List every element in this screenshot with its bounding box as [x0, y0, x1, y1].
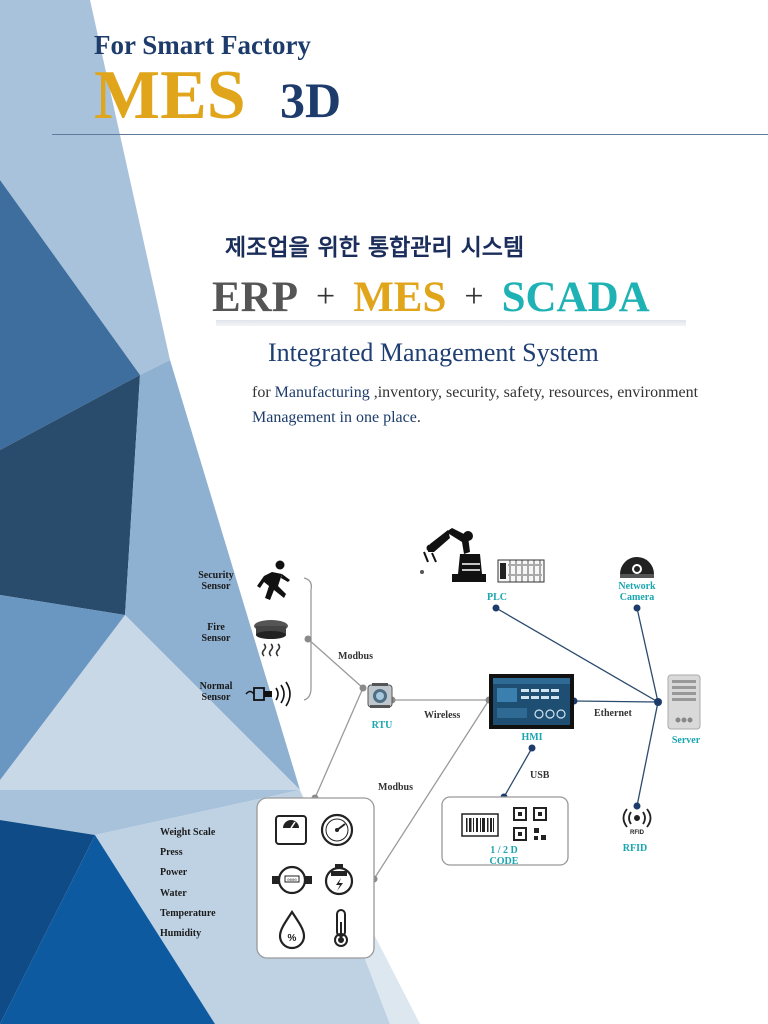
connector-lines	[495, 607, 659, 807]
security-sensor-label: Sensor	[202, 581, 231, 592]
thermometer-icon	[334, 909, 348, 947]
stack-scada: SCADA	[501, 274, 650, 321]
network-camera-label: Camera	[620, 592, 654, 603]
usb-link-label: USB	[530, 770, 550, 781]
network-camera-icon	[620, 557, 654, 578]
header-title-3d: 3D	[280, 72, 342, 128]
desc-part: Manufacturing	[274, 384, 370, 401]
pressure-gauge-icon	[320, 813, 354, 847]
normal-sensor-label: Normal	[200, 681, 233, 692]
rtu-label: RTU	[372, 720, 393, 731]
security-sensor-label: Security	[198, 570, 234, 581]
stack-mes: MES	[353, 274, 447, 321]
measurement-label: Temperature	[160, 908, 216, 919]
wireless-link-label: Wireless	[424, 710, 460, 721]
network-diagram: Security Sensor Fire Sensor Normal Senso…	[160, 528, 701, 959]
weight-scale-icon	[275, 815, 307, 845]
modbus-link-label: Modbus	[338, 651, 373, 662]
ethernet-link-label: Ethernet	[594, 708, 632, 719]
korean-heading: 제조업을 위한 통합관리 시스템	[225, 235, 525, 261]
rfid-icon: RFID	[622, 808, 652, 836]
measurement-label: Press	[160, 847, 183, 858]
header-title-mes: MES	[94, 57, 246, 134]
code-label: CODE	[490, 856, 519, 867]
fire-sensor-label: Fire	[207, 622, 225, 633]
robot-arm-icon	[420, 528, 486, 582]
code-label: 1 / 2 D	[490, 845, 518, 856]
power-meter-icon: 0000	[272, 865, 312, 895]
measurement-label: Power	[160, 867, 188, 878]
hmi-screen-icon	[489, 674, 574, 729]
qr-code-icon	[513, 807, 547, 841]
stack-shadow	[216, 320, 686, 326]
normal-sensor-label: Sensor	[202, 692, 231, 703]
rfid-label: RFID	[623, 843, 647, 854]
system-stack: ERP + MES + SCADA	[212, 270, 650, 329]
barcode-icon	[461, 813, 499, 837]
server-label: Server	[672, 735, 701, 746]
plc-icon	[497, 559, 545, 583]
stack-erp: ERP	[212, 274, 298, 321]
connector-lines-gray	[303, 577, 490, 880]
server-icon	[667, 674, 701, 730]
measurement-label: Weight Scale	[160, 827, 216, 838]
fire-sensor-label: Sensor	[202, 633, 231, 644]
svg-text:%: %	[288, 933, 297, 944]
desc-part: ,inventory, security, safety, resources,…	[369, 384, 699, 401]
smoke-detector-icon	[254, 620, 288, 657]
water-meter-icon	[324, 864, 354, 896]
modbus-link-label: Modbus	[378, 782, 413, 793]
stack-plus: +	[464, 278, 484, 315]
desc-part: Management in one place	[252, 409, 417, 426]
measurement-label: Water	[160, 888, 187, 899]
running-person-icon	[257, 560, 290, 600]
desc-part: .	[416, 409, 421, 426]
header-subtitle: For Smart Factory	[94, 30, 311, 60]
system-description: for Manufacturing ,inventory, security, …	[252, 380, 732, 430]
desc-part: for	[252, 384, 275, 401]
stack-plus: +	[316, 278, 336, 315]
network-camera-label: Network	[618, 581, 656, 592]
system-title: Integrated Management System	[268, 338, 599, 367]
measurement-label: Humidity	[160, 928, 201, 939]
header-divider	[52, 134, 768, 135]
plc-label: PLC	[487, 592, 507, 603]
hmi-label: HMI	[521, 732, 542, 743]
proximity-sensor-icon	[245, 681, 291, 707]
rfid-icon-text: RFID	[630, 830, 645, 836]
rtu-icon	[367, 683, 393, 708]
humidity-drop-icon: %	[278, 910, 306, 950]
meter-readout: 0000	[287, 879, 297, 883]
